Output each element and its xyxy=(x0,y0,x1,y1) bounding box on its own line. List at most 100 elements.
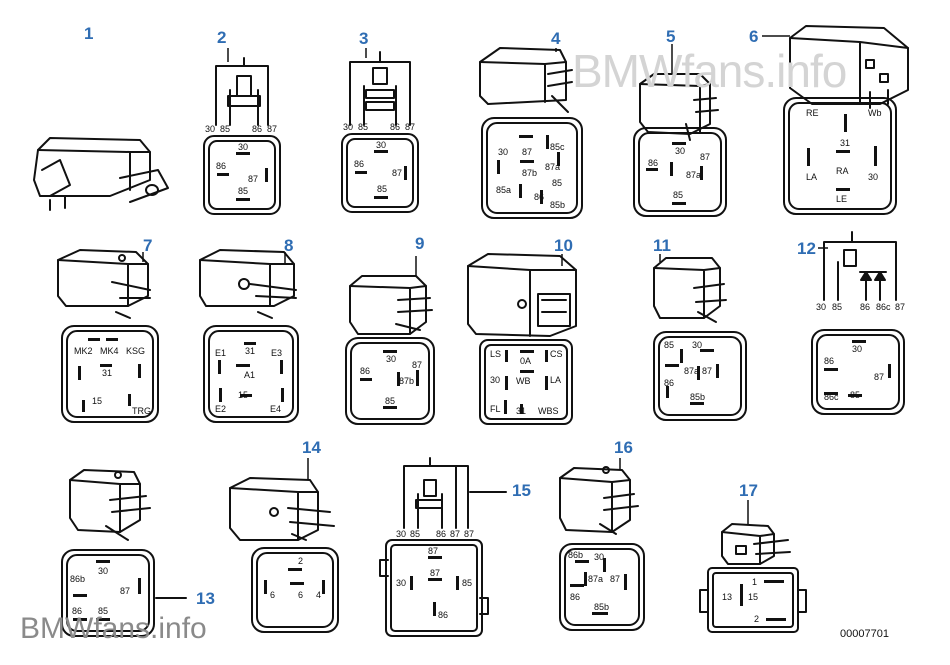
callout-14: 14 xyxy=(302,438,321,457)
pin-label: 15 xyxy=(238,390,248,400)
pin-label: 30 xyxy=(816,302,826,312)
callout-13: 13 xyxy=(196,589,215,608)
relay-5-face xyxy=(633,127,727,217)
pin-label: 87a xyxy=(545,162,560,172)
callout-7: 7 xyxy=(143,236,153,255)
pin-label: 87 xyxy=(392,168,402,178)
pin-label: 30 xyxy=(205,124,215,134)
relay-16-housing xyxy=(559,466,639,535)
pin-label: 30 xyxy=(396,578,406,588)
callout-10: 10 xyxy=(554,236,573,255)
pin-label: 0A xyxy=(520,356,531,366)
pin-label: CS xyxy=(550,349,563,359)
callout-17: 17 xyxy=(739,481,758,500)
pin-label: 31 xyxy=(840,138,850,148)
callout-4: 4 xyxy=(551,29,561,48)
pin-label: 30 xyxy=(98,566,108,576)
pin-label: 85 xyxy=(552,178,562,188)
relay-14-housing xyxy=(229,477,335,541)
callout-2: 2 xyxy=(217,28,227,47)
pin-label: MK4 xyxy=(100,346,119,356)
pin-label: 87a xyxy=(588,574,603,584)
pin-label: 31 xyxy=(245,346,255,356)
pin-label: 85 xyxy=(850,390,860,400)
relay-1-housing xyxy=(33,137,169,211)
pin-label: 86c xyxy=(824,392,839,402)
pin-label: 87 xyxy=(702,366,712,376)
relay-2-schematic xyxy=(215,57,269,126)
pin-label: E2 xyxy=(215,404,226,414)
relay-16-face xyxy=(559,543,645,631)
pin-label: LA xyxy=(806,172,817,182)
pin-label: 87 xyxy=(248,174,258,184)
pin-label: 87 xyxy=(428,546,438,556)
pin-label: 4 xyxy=(316,590,321,600)
pin-label: 30 xyxy=(376,140,386,150)
pin-label: 86 xyxy=(390,122,400,132)
relay-8-face xyxy=(203,325,299,423)
pin-label: 87 xyxy=(700,152,710,162)
pin-label: 87 xyxy=(874,372,884,382)
relay-4-face xyxy=(481,117,583,219)
pin-label: TRG xyxy=(132,406,151,416)
pin-label: MK2 xyxy=(74,346,93,356)
pin-label: 86b xyxy=(70,574,85,584)
pin-label: 31 xyxy=(516,406,526,416)
pin-label: 86 xyxy=(570,592,580,602)
pin-label: 85 xyxy=(462,578,472,588)
pin-label: 87 xyxy=(267,124,277,134)
relay-15-schematic xyxy=(403,457,507,529)
pin-label: 87 xyxy=(522,147,532,157)
callout-9: 9 xyxy=(415,234,425,253)
callout-12: 12 xyxy=(797,239,816,258)
pin-label: 87 xyxy=(464,529,474,539)
relay-12-schematic xyxy=(823,231,897,301)
relay-11-face xyxy=(653,331,747,421)
pin-label: 13 xyxy=(722,592,732,602)
callout-6: 6 xyxy=(749,27,759,46)
relay-15-face xyxy=(379,539,489,637)
pin-label: 85 xyxy=(385,396,395,406)
relay-2-face xyxy=(203,135,281,215)
pin-label: 6 xyxy=(298,590,303,600)
pin-label: 85 xyxy=(358,122,368,132)
pin-label: 86 xyxy=(436,529,446,539)
relay-8-housing xyxy=(199,249,297,319)
callout-16: 16 xyxy=(614,438,633,457)
relay-3-face xyxy=(341,133,419,213)
callout-1: 1 xyxy=(84,24,94,43)
pin-label: 87 xyxy=(895,302,905,312)
relay-11-housing xyxy=(653,257,727,323)
relay-9-face xyxy=(345,337,435,425)
pin-label: 86 xyxy=(648,158,658,168)
drawing-code: 00007701 xyxy=(840,628,889,640)
pin-label: 85 xyxy=(410,529,420,539)
pin-label: 87 xyxy=(412,360,422,370)
pin-label: WBS xyxy=(538,406,559,416)
relay-17-housing xyxy=(721,523,791,565)
relay-13-face xyxy=(61,549,155,637)
pin-label: 86 xyxy=(534,192,544,202)
pin-label: 85b xyxy=(690,392,705,402)
pin-label: 1 xyxy=(752,577,757,587)
pin-label: 85 xyxy=(664,340,674,350)
relay-12-face xyxy=(811,329,905,415)
pin-label: 30 xyxy=(343,122,353,132)
pin-label: 30 xyxy=(386,354,396,364)
pin-label: 85 xyxy=(98,606,108,616)
pin-label: 87b xyxy=(522,168,537,178)
relay-6-housing xyxy=(789,25,909,109)
pin-label: 30 xyxy=(238,142,248,152)
watermark-bottom: BMWfans.info xyxy=(20,612,207,645)
pin-label: 15 xyxy=(748,592,758,602)
pin-label: 30 xyxy=(692,340,702,350)
relay-10-face xyxy=(479,339,573,425)
relay-5-housing xyxy=(639,73,719,141)
pin-label: 6 xyxy=(270,590,275,600)
pin-label: 85b xyxy=(594,602,609,612)
pin-label: 87 xyxy=(610,574,620,584)
pin-label: 86b xyxy=(568,550,583,560)
pin-label: 30 xyxy=(490,375,500,385)
pin-label: 85 xyxy=(377,184,387,194)
